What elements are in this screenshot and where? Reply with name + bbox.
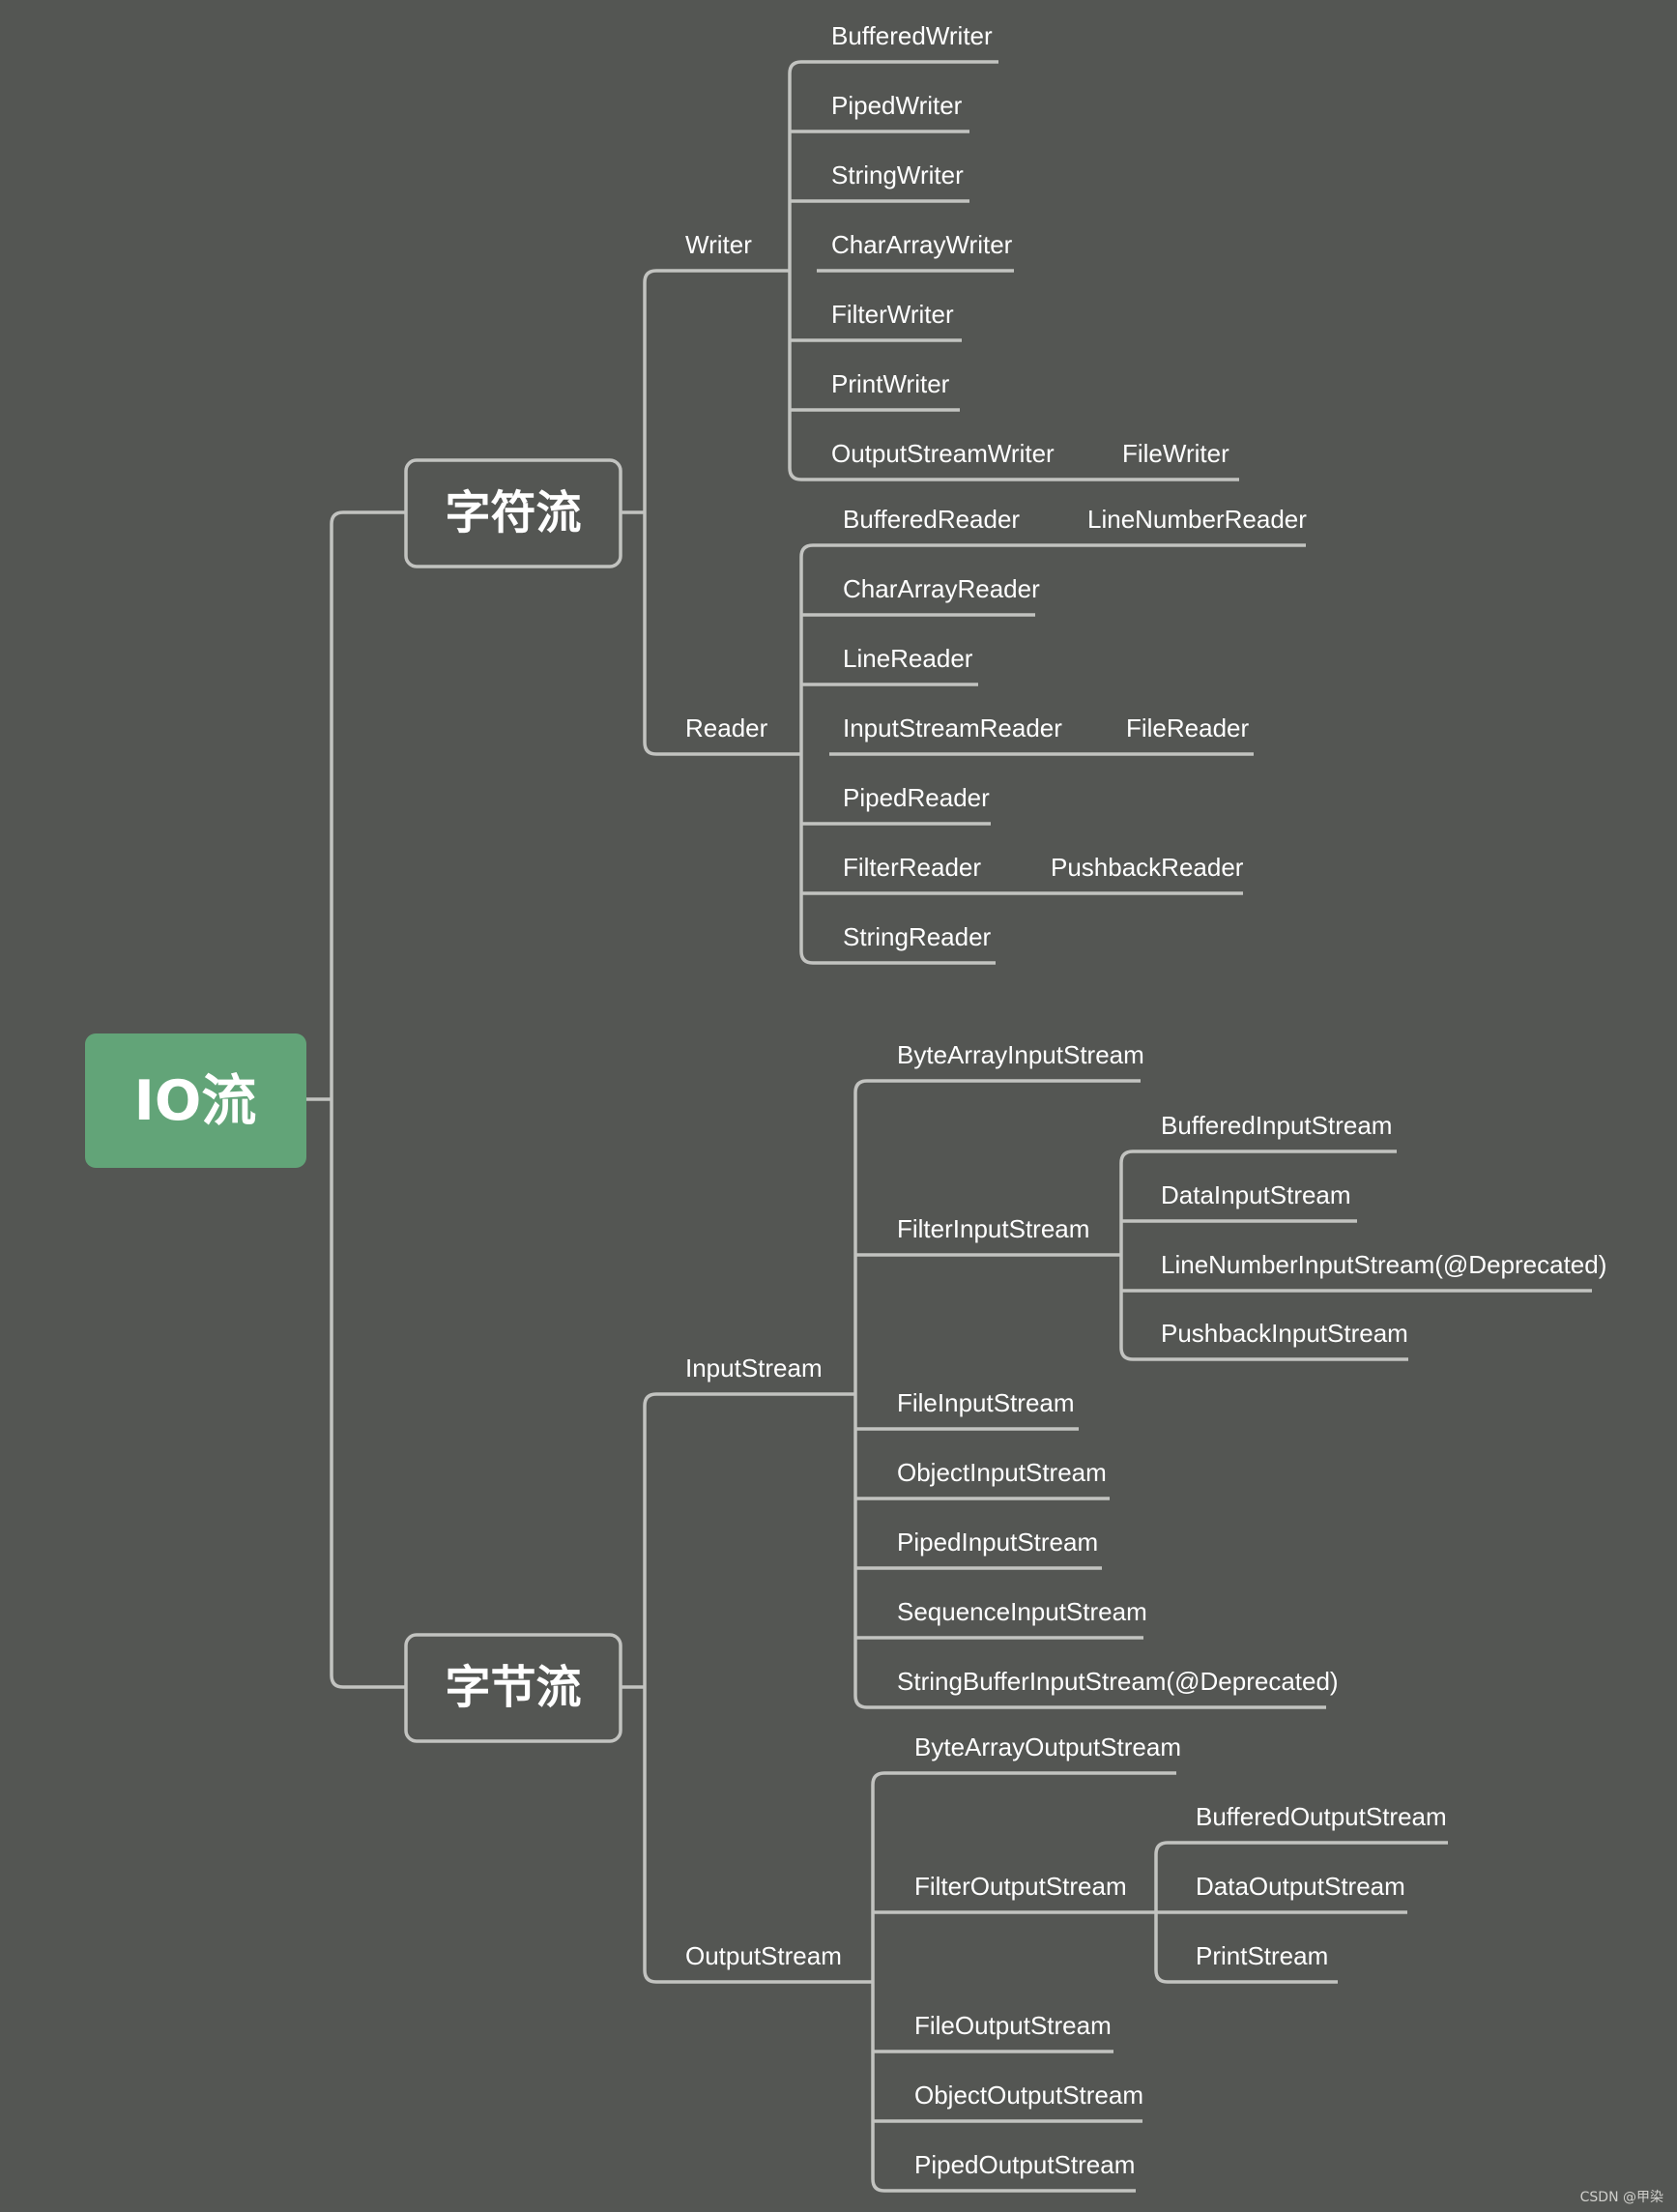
connector-reader-children (764, 543, 829, 965)
node-string-reader: StringReader (843, 922, 992, 951)
connector-writer-children (764, 60, 817, 481)
node-data-input-stream: DataInputStream (1161, 1180, 1351, 1209)
node-byte-array-output-stream: ByteArrayOutputStream (914, 1732, 1181, 1761)
node-piped-input-stream: PipedInputStream (897, 1528, 1098, 1557)
connector-inputstream-children (826, 1079, 882, 1709)
node-byte-array-input-stream: ByteArrayInputStream (897, 1040, 1144, 1069)
watermark: CSDN @甲染 (1579, 2190, 1663, 2205)
node-sequence-input-stream: SequenceInputStream (897, 1597, 1147, 1626)
node-char-array-reader: CharArrayReader (843, 574, 1040, 603)
node-line-number-input-stream: LineNumberInputStream(@Deprecated) (1161, 1250, 1606, 1279)
node-buffered-output-stream: BufferedOutputStream (1196, 1802, 1447, 1831)
connector-filterinputstream-children (1097, 1150, 1147, 1361)
node-labels: Writer Reader InputStream OutputStream B… (685, 21, 1606, 2179)
node-string-writer: StringWriter (831, 160, 964, 189)
node-object-output-stream: ObjectOutputStream (914, 2081, 1143, 2110)
node-print-stream: PrintStream (1196, 1941, 1328, 1970)
node-pushback-input-stream: PushbackInputStream (1161, 1319, 1408, 1348)
category-char-label: 字符流 (446, 487, 582, 540)
node-filter-output-stream: FilterOutputStream (914, 1872, 1127, 1901)
node-buffered-writer: BufferedWriter (831, 21, 993, 50)
node-file-reader: FileReader (1126, 713, 1250, 742)
node-piped-writer: PipedWriter (831, 91, 963, 120)
node-underlines (667, 60, 1592, 2193)
connector-byte-children (621, 1392, 667, 1984)
category-byte-box (404, 1633, 622, 1743)
root-node-box (85, 1033, 306, 1168)
root-node-label: IO流 (134, 1069, 257, 1133)
connector-root-categories (306, 510, 406, 1689)
connector-outputstream-children (841, 1771, 900, 2193)
node-input-stream: InputStream (685, 1353, 823, 1382)
category-byte-label: 字节流 (446, 1662, 582, 1715)
category-byte: 字节流 (404, 1633, 622, 1743)
node-file-writer: FileWriter (1122, 439, 1229, 468)
node-piped-output-stream: PipedOutputStream (914, 2150, 1135, 2179)
node-object-input-stream: ObjectInputStream (897, 1458, 1107, 1487)
node-writer: Writer (685, 230, 752, 259)
category-char-box (404, 458, 622, 568)
connector-char-children (621, 269, 667, 756)
node-filter-input-stream: FilterInputStream (897, 1214, 1089, 1243)
node-filter-writer: FilterWriter (831, 300, 954, 329)
node-output-stream-writer: OutputStreamWriter (831, 439, 1055, 468)
node-file-output-stream: FileOutputStream (914, 2011, 1112, 2040)
node-pushback-reader: PushbackReader (1051, 853, 1244, 882)
node-filter-reader: FilterReader (843, 853, 981, 882)
node-buffered-reader: BufferedReader (843, 505, 1020, 534)
node-line-reader: LineReader (843, 644, 973, 673)
node-data-output-stream: DataOutputStream (1196, 1872, 1405, 1901)
connector-filteroutputstream-children (1126, 1841, 1182, 1984)
root-node: IO流 (85, 1033, 306, 1168)
node-char-array-writer: CharArrayWriter (831, 230, 1013, 259)
node-string-buffer-input-stream: StringBufferInputStream(@Deprecated) (897, 1667, 1339, 1696)
node-piped-reader: PipedReader (843, 783, 990, 812)
node-reader: Reader (685, 713, 768, 742)
node-file-input-stream: FileInputStream (897, 1388, 1075, 1417)
node-output-stream: OutputStream (685, 1941, 842, 1970)
node-print-writer: PrintWriter (831, 369, 950, 398)
category-char: 字符流 (404, 458, 622, 568)
node-buffered-input-stream: BufferedInputStream (1161, 1111, 1392, 1140)
node-line-number-reader: LineNumberReader (1087, 505, 1307, 534)
node-input-stream-reader: InputStreamReader (843, 713, 1062, 742)
connectors (306, 60, 1182, 2193)
